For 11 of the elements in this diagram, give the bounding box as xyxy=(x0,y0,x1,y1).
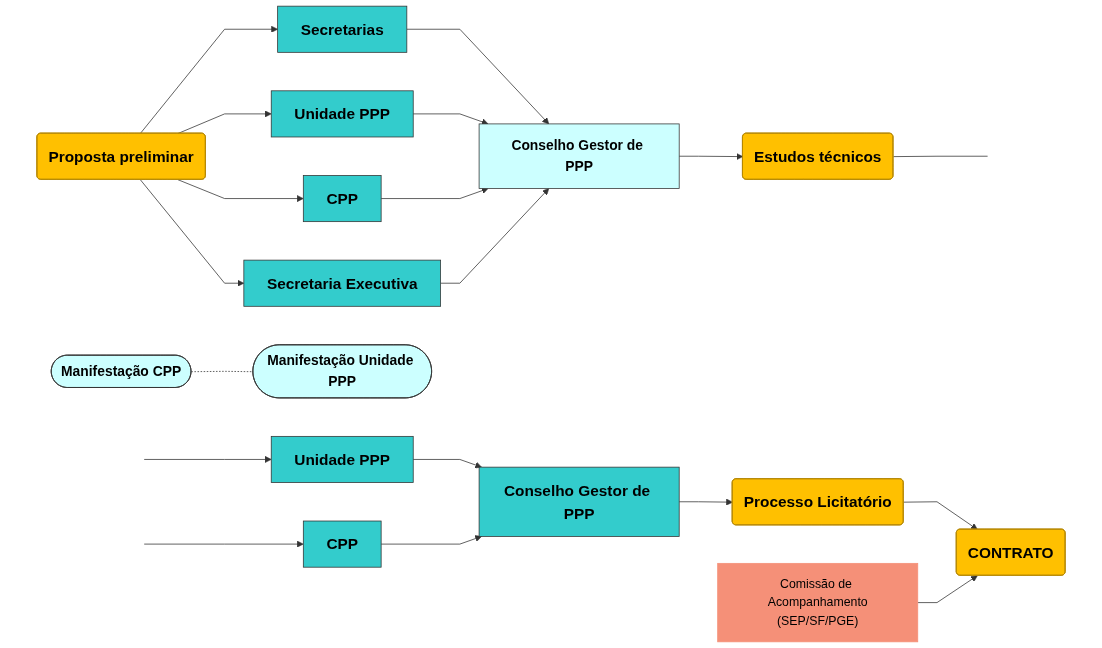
node-box: Unidade PPP xyxy=(270,90,414,138)
node-box: Comissão de Acompanhamento (SEP/SF/PGE) xyxy=(717,562,919,643)
node-box: CPP xyxy=(302,175,382,223)
node-box: Conselho Gestor de PPP xyxy=(478,466,680,537)
node-box: Secretarias xyxy=(277,5,408,53)
node-box: CPP xyxy=(302,520,382,568)
connector xyxy=(190,370,254,373)
node-box: Secretaria Executiva xyxy=(243,259,441,307)
connector xyxy=(893,155,988,157)
node-box: Unidade PPP xyxy=(270,435,414,483)
node-box: Conselho Gestor de PPP xyxy=(478,123,680,189)
